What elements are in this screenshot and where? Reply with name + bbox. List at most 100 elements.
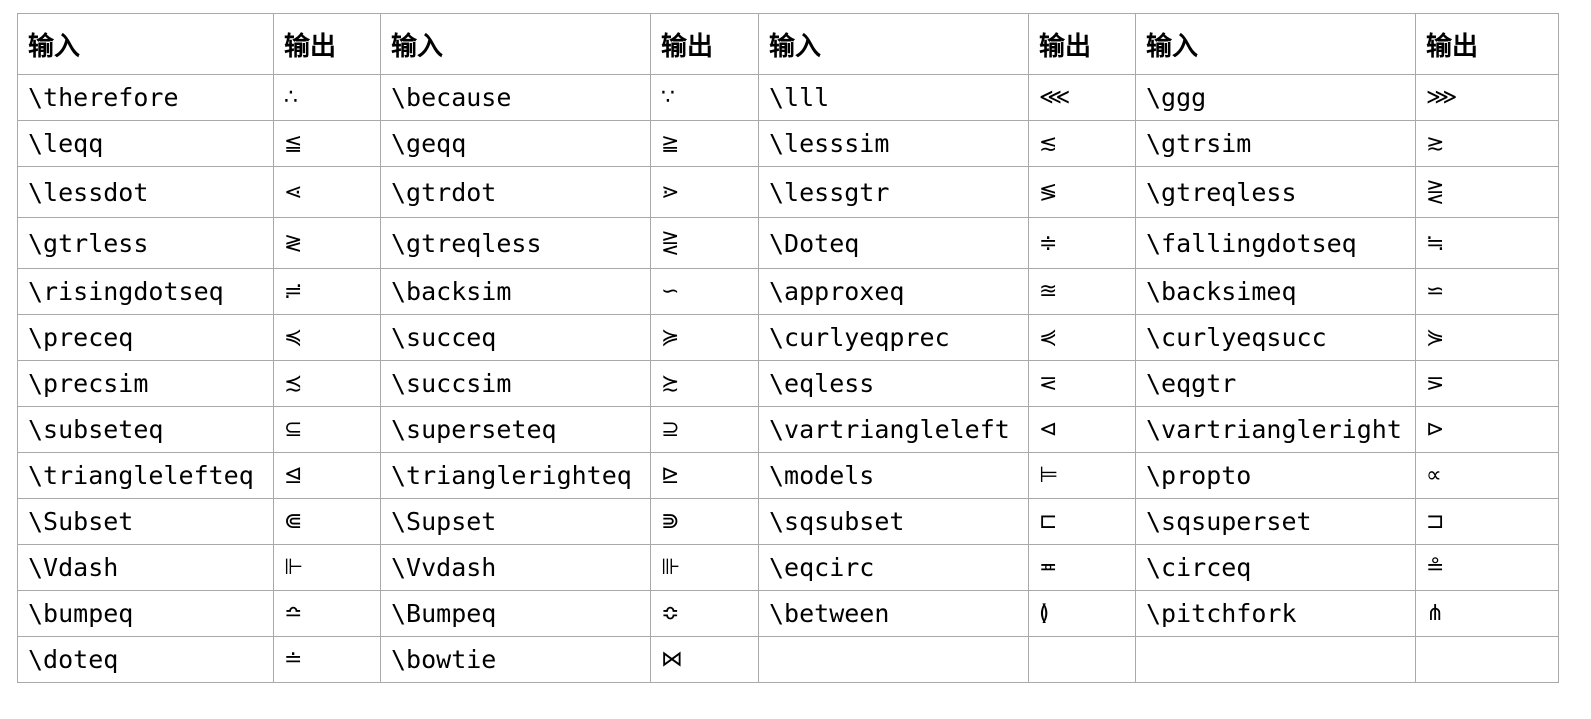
input-cell: \sqsubset	[758, 498, 1029, 545]
input-cell: \fallingdotseq	[1135, 217, 1416, 269]
output-cell: ⊇	[650, 406, 759, 453]
output-cell: ⊳	[1415, 406, 1559, 453]
input-cell: \models	[758, 452, 1029, 499]
output-cell: ≾	[273, 360, 381, 407]
input-cell: \sqsuperset	[1135, 498, 1416, 545]
input-cell: \gtrdot	[380, 166, 651, 218]
input-cell: \subseteq	[17, 406, 274, 453]
input-cell: \eqcirc	[758, 544, 1029, 591]
input-cell: \vartriangleright	[1135, 406, 1416, 453]
empty-cell	[1028, 636, 1136, 683]
output-cell: ⋙	[1415, 74, 1559, 121]
input-cell: \because	[380, 74, 651, 121]
output-cell: ≧	[650, 120, 759, 167]
input-cell: \backsimeq	[1135, 268, 1416, 315]
output-cell: ⋘	[1028, 74, 1136, 121]
input-cell: \Doteq	[758, 217, 1029, 269]
input-cell: \bumpeq	[17, 590, 274, 637]
input-cell: \vartriangleleft	[758, 406, 1029, 453]
header-input-3: 输入	[758, 13, 1029, 75]
output-cell: ≦	[273, 120, 381, 167]
input-cell: \approxeq	[758, 268, 1029, 315]
table-row: \precsim ≾ \succsim ≿ \eqless ⋜ \eqgtr ⋝	[17, 360, 1559, 407]
header-output-4: 输出	[1415, 13, 1559, 75]
output-cell: ⋞	[1028, 314, 1136, 361]
input-cell: \backsim	[380, 268, 651, 315]
input-cell: \preceq	[17, 314, 274, 361]
input-cell: \risingdotseq	[17, 268, 274, 315]
table-row: \Subset ⋐ \Supset ⋑ \sqsubset ⊏ \sqsuper…	[17, 498, 1559, 545]
empty-cell	[1135, 636, 1416, 683]
output-cell: ⋟	[1415, 314, 1559, 361]
input-cell: \succeq	[380, 314, 651, 361]
input-cell: \pitchfork	[1135, 590, 1416, 637]
input-cell: \propto	[1135, 452, 1416, 499]
output-cell: ⋛	[1415, 166, 1559, 218]
output-cell: ⋛	[650, 217, 759, 269]
input-cell: \curlyeqsucc	[1135, 314, 1416, 361]
input-cell: \leqq	[17, 120, 274, 167]
output-cell: ≑	[1028, 217, 1136, 269]
input-cell: \between	[758, 590, 1029, 637]
input-cell: \superseteq	[380, 406, 651, 453]
input-cell: \succsim	[380, 360, 651, 407]
output-cell: ≓	[273, 268, 381, 315]
output-cell: ≎	[650, 590, 759, 637]
output-cell: ≏	[273, 590, 381, 637]
table-row: \risingdotseq ≓ \backsim ∽ \approxeq ≊ \…	[17, 268, 1559, 315]
output-cell: ≿	[650, 360, 759, 407]
output-cell: ⋐	[273, 498, 381, 545]
input-cell: \eqless	[758, 360, 1029, 407]
latex-symbol-table: 输入 输出 输入 输出 输入 输出 输入 输出 \therefore ∴ \be…	[17, 13, 1559, 683]
output-cell: ⊨	[1028, 452, 1136, 499]
table-row: \Vdash ⊩ \Vvdash ⊪ \eqcirc ≖ \circeq ≗	[17, 544, 1559, 591]
output-cell: ⋜	[1028, 360, 1136, 407]
input-cell: \Vdash	[17, 544, 274, 591]
output-cell: ⊆	[273, 406, 381, 453]
table-row: \bumpeq ≏ \Bumpeq ≎ \between ≬ \pitchfor…	[17, 590, 1559, 637]
output-cell: ⊴	[273, 452, 381, 499]
header-input-1: 输入	[17, 13, 274, 75]
table-row: \preceq ≼ \succeq ≽ \curlyeqprec ⋞ \curl…	[17, 314, 1559, 361]
output-cell: ≶	[1028, 166, 1136, 218]
input-cell: \gtrsim	[1135, 120, 1416, 167]
input-cell: \lessdot	[17, 166, 274, 218]
input-cell: \gtreqless	[380, 217, 651, 269]
output-cell: ⊐	[1415, 498, 1559, 545]
output-cell: ≲	[1028, 120, 1136, 167]
input-cell: \therefore	[17, 74, 274, 121]
output-cell: ≖	[1028, 544, 1136, 591]
input-cell: \trianglelefteq	[17, 452, 274, 499]
empty-cell	[1415, 636, 1559, 683]
output-cell: ≳	[1415, 120, 1559, 167]
output-cell: ≗	[1415, 544, 1559, 591]
input-cell: \Bumpeq	[380, 590, 651, 637]
input-cell: \Vvdash	[380, 544, 651, 591]
input-cell: \gtrless	[17, 217, 274, 269]
output-cell: ≒	[1415, 217, 1559, 269]
output-cell: ⊲	[1028, 406, 1136, 453]
output-cell: ∴	[273, 74, 381, 121]
output-cell: ⋖	[273, 166, 381, 218]
output-cell: ∵	[650, 74, 759, 121]
output-cell: ⋗	[650, 166, 759, 218]
input-cell: \lesssim	[758, 120, 1029, 167]
input-cell: \precsim	[17, 360, 274, 407]
output-cell: ⋑	[650, 498, 759, 545]
header-output-2: 输出	[650, 13, 759, 75]
output-cell: ⊪	[650, 544, 759, 591]
input-cell: \ggg	[1135, 74, 1416, 121]
input-cell: \circeq	[1135, 544, 1416, 591]
output-cell: ⊩	[273, 544, 381, 591]
table-row: \trianglelefteq ⊴ \trianglerighteq ⊵ \mo…	[17, 452, 1559, 499]
input-cell: \Subset	[17, 498, 274, 545]
input-cell: \Supset	[380, 498, 651, 545]
input-cell: \curlyeqprec	[758, 314, 1029, 361]
symbol-table-container: 输入 输出 输入 输出 输入 输出 输入 输出 \therefore ∴ \be…	[17, 13, 1559, 683]
header-output-1: 输出	[273, 13, 381, 75]
output-cell: ∽	[650, 268, 759, 315]
output-cell: ⋈	[650, 636, 759, 683]
output-cell: ⋝	[1415, 360, 1559, 407]
output-cell: ≊	[1028, 268, 1136, 315]
empty-cell	[758, 636, 1029, 683]
